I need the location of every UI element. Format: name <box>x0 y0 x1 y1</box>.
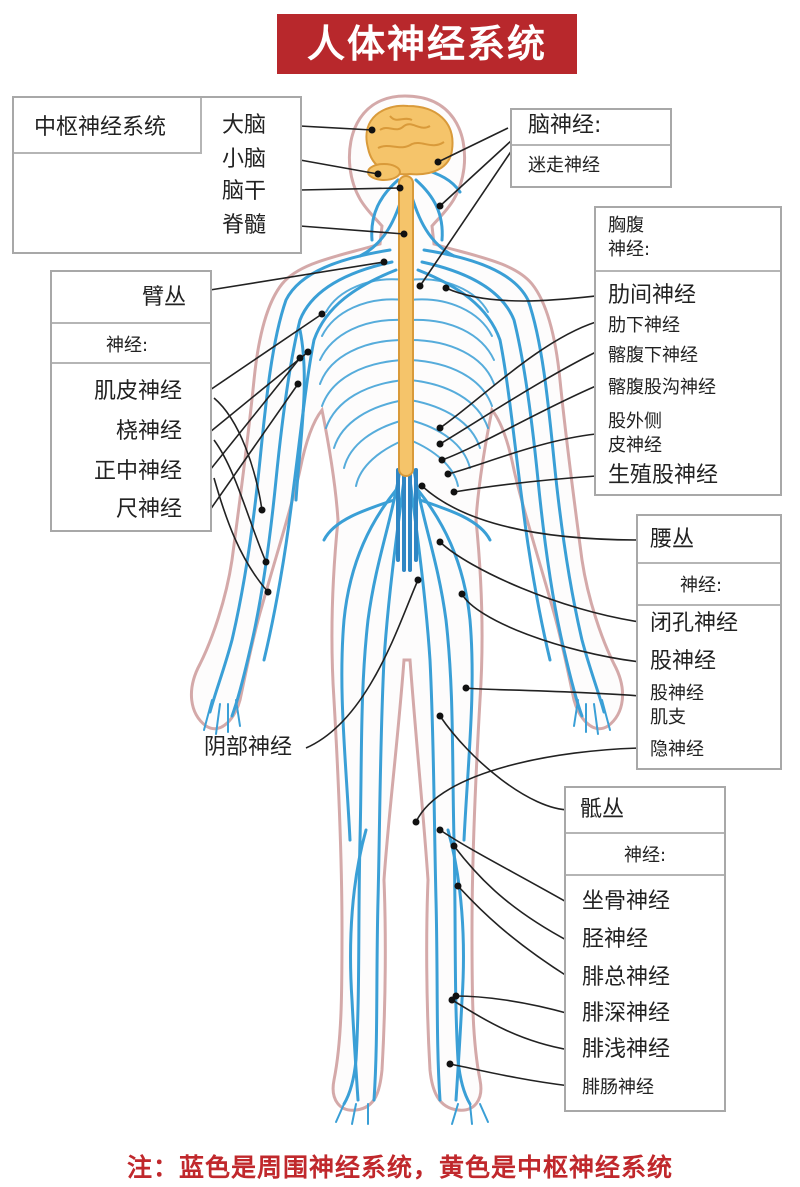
label-sciatic-nerve: 坐骨神经 <box>582 889 671 914</box>
label-ulnar-nerve: 尺神经 <box>116 497 183 522</box>
peripheral-nerves <box>203 166 611 1125</box>
lumbar-separator-2 <box>638 604 780 606</box>
pointer-dots <box>258 126 470 1068</box>
label-iliohypogastric-nerve: 髂腹下神经 <box>608 345 698 366</box>
label-sural-nerve: 腓肠神经 <box>582 1077 654 1098</box>
sacral-heading: 骶丛 <box>580 797 625 822</box>
label-superficial-peroneal-nerve: 腓浅神经 <box>582 1037 671 1062</box>
label-tibial-nerve: 胫神经 <box>582 927 649 952</box>
label-common-peroneal-nerve: 腓总神经 <box>582 965 671 990</box>
label-lateral-femoral-2: 皮神经 <box>608 435 662 456</box>
cerebellum-shape <box>367 163 401 181</box>
cranial-nerves-box <box>510 108 672 188</box>
sacral-separator-1 <box>566 832 724 834</box>
central-heading-box <box>14 98 202 154</box>
central-heading: 中枢神经系统 <box>34 115 167 140</box>
body-silhouette <box>189 94 625 1112</box>
sacral-plexus-box <box>564 786 726 1112</box>
label-brainstem: 脑干 <box>222 179 267 204</box>
label-median-nerve: 正中神经 <box>94 459 183 484</box>
central-nervous-system <box>365 104 454 477</box>
label-saphenous-nerve: 隐神经 <box>650 739 704 760</box>
label-pudendal-nerve: 阴部神经 <box>204 735 293 760</box>
color-legend-note: 注：蓝色是周围神经系统，黄色是中枢神经系统 <box>126 1153 673 1182</box>
label-radial-nerve: 桡神经 <box>116 419 183 444</box>
cauda-equina <box>396 468 418 572</box>
lumbar-separator-1 <box>638 562 780 564</box>
lumbar-subheading: 神经: <box>680 575 723 596</box>
thoracoabdominal-separator <box>596 270 780 272</box>
hand-nerves <box>203 699 611 735</box>
sacral-subheading: 神经: <box>624 845 667 866</box>
sacral-separator-2 <box>566 874 724 876</box>
label-vagus-nerve: 迷走神经 <box>528 155 600 176</box>
pointer-lines <box>209 125 641 1087</box>
thoracoabdominal-box <box>594 206 782 496</box>
label-obturator-nerve: 闭孔神经 <box>650 611 739 636</box>
cranial-heading: 脑神经: <box>528 113 602 138</box>
label-femoral-muscular-1: 股神经 <box>650 683 704 704</box>
label-ilioinguinal-nerve: 髂腹股沟神经 <box>608 377 716 398</box>
spinal-cord-shape <box>398 175 414 477</box>
label-femoral-nerve: 股神经 <box>650 649 717 674</box>
brachial-separator-2 <box>52 362 210 364</box>
brachial-plexus-box <box>50 270 212 532</box>
brachial-subheading: 神经: <box>106 335 149 356</box>
label-musculocutaneous-nerve: 肌皮神经 <box>94 379 183 404</box>
label-femoral-muscular-2: 肌支 <box>650 707 686 728</box>
label-cerebellum: 小脑 <box>222 147 267 172</box>
lumbar-plexus-box <box>636 514 782 770</box>
thoracoabdominal-heading-1: 胸腹 <box>608 215 644 236</box>
foot-nerves <box>335 1103 489 1125</box>
label-spinal-cord: 脊髓 <box>222 213 267 238</box>
label-subcostal-nerve: 肋下神经 <box>608 315 680 336</box>
brain-folds <box>377 115 445 149</box>
brachial-separator-1 <box>52 322 210 324</box>
thoracoabdominal-heading-2: 神经: <box>608 239 651 260</box>
lumbar-heading: 腰丛 <box>650 527 695 552</box>
label-intercostal-nerve: 肋间神经 <box>608 283 697 308</box>
page-title: 人体神经系统 <box>277 14 577 74</box>
brachial-heading: 臂丛 <box>142 285 187 310</box>
label-genitofemoral-nerve: 生殖股神经 <box>608 463 719 488</box>
label-lateral-femoral-1: 股外侧 <box>608 411 662 432</box>
label-deep-peroneal-nerve: 腓深神经 <box>582 1001 671 1026</box>
leg-nerves <box>322 468 492 1106</box>
label-cerebrum: 大脑 <box>222 113 267 138</box>
arm-nerves <box>208 248 606 718</box>
cranial-separator <box>512 144 670 146</box>
